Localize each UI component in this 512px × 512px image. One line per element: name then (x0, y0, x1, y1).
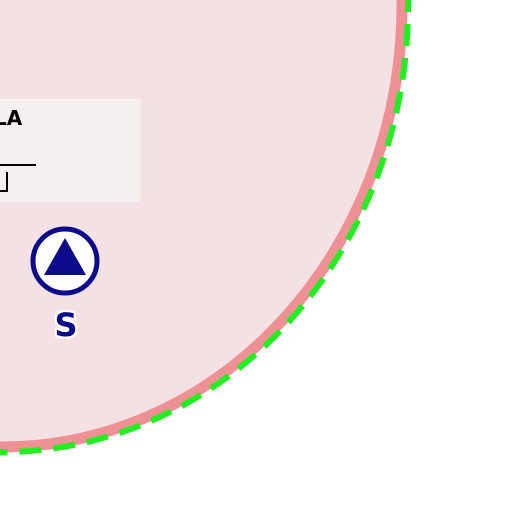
label-divider (0, 164, 36, 166)
place-label[interactable]: LA (0, 106, 23, 130)
place-label-box (0, 99, 141, 202)
triangle-in-circle-icon[interactable] (30, 226, 100, 296)
label-corner-mark (0, 172, 9, 192)
marker-letter[interactable]: S (54, 306, 78, 344)
dashed-boundary (0, 0, 412, 456)
region-area[interactable] (0, 0, 402, 448)
region-outline (0, 0, 408, 453)
